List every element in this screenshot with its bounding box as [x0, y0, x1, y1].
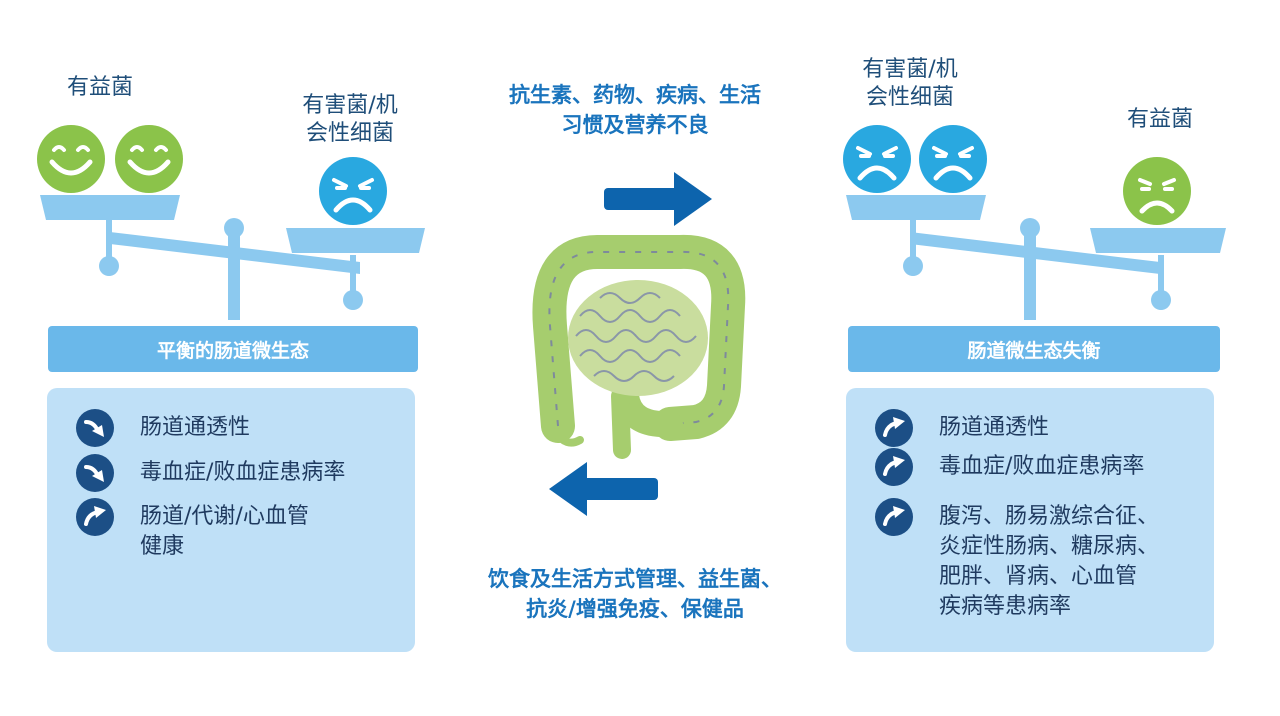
right-bad-label: 有害菌/机 会性细菌 — [840, 56, 980, 112]
right-item-3-line4: 疾病等患病率 — [939, 594, 1072, 619]
angry-face-icon — [919, 125, 987, 193]
center-top-line1: 抗生素、药物、疾病、生活 — [509, 83, 761, 107]
right-item-3-text: 腹泻、肠易激综合征、 炎症性肠病、糖尿病、 肥胖、肾病、心血管 疾病等患病率 — [939, 502, 1159, 622]
left-balance-scale — [30, 60, 450, 320]
sad-face-icon — [1123, 157, 1191, 225]
left-item-3-line2: 健康 — [140, 534, 185, 559]
arrow-up-right-icon — [76, 498, 114, 536]
left-good-face-2 — [114, 124, 184, 194]
left-good-label: 有益菌 — [66, 75, 133, 100]
center-bottom-line2: 抗炎/增强免疫、保健品 — [526, 597, 744, 621]
right-item-3-line2: 炎症性肠病、糖尿病、 — [939, 534, 1160, 559]
right-title: 肠道微生态失衡 — [967, 339, 1101, 362]
left-item-1: 肠道通透性 — [76, 409, 251, 447]
arrow-down-right-icon — [76, 454, 114, 492]
left-bad-label-line2: 会性细菌 — [305, 121, 394, 146]
left-item-3-line1: 肠道/代谢/心血管 — [140, 504, 309, 529]
right-item-3-line3: 肥胖、肾病、心血管 — [939, 564, 1138, 589]
left-bad-face — [318, 156, 388, 226]
center-top-line2: 习惯及营养不良 — [561, 113, 709, 137]
angry-face-icon — [843, 125, 911, 193]
center-top-text: 抗生素、药物、疾病、生活 习惯及营养不良 — [450, 80, 820, 140]
right-bad-label-line2: 会性细菌 — [865, 85, 954, 110]
smiley-face-icon — [115, 125, 183, 193]
left-good-face-1 — [36, 124, 106, 194]
left-item-3-text: 肠道/代谢/心血管 健康 — [140, 502, 309, 562]
right-bad-face-1 — [842, 124, 912, 194]
right-good-label: 有益菌 — [1126, 107, 1193, 132]
right-item-3: 腹泻、肠易激综合征、 炎症性肠病、糖尿病、 肥胖、肾病、心血管 疾病等患病率 — [875, 498, 1159, 622]
right-sad-good-face — [1122, 156, 1192, 226]
left-scale-graphic — [40, 195, 425, 320]
angry-face-icon — [319, 157, 387, 225]
intestine-icon — [510, 226, 750, 462]
arrow-down-right-icon — [76, 409, 114, 447]
right-bad-label-line1: 有害菌/机 — [862, 57, 958, 82]
right-item-2-text: 毒血症/败血症患病率 — [939, 454, 1145, 479]
smiley-face-icon — [37, 125, 105, 193]
left-bad-label-line1: 有害菌/机 — [302, 93, 398, 118]
right-item-1-text: 肠道通透性 — [939, 415, 1050, 440]
center-bottom-text: 饮食及生活方式管理、益生菌、 抗炎/增强免疫、保健品 — [430, 564, 840, 624]
left-title-bar: 平衡的肠道微生态 — [48, 326, 418, 372]
right-title-bar: 肠道微生态失衡 — [848, 326, 1220, 372]
arrow-up-right-icon — [875, 448, 913, 486]
right-scale-graphic — [846, 195, 1226, 320]
right-bad-face-2 — [918, 124, 988, 194]
right-item-3-line1: 腹泻、肠易激综合征、 — [939, 504, 1160, 529]
arrow-up-right-icon — [875, 409, 913, 447]
arrow-left-icon — [546, 460, 661, 518]
left-item-2: 毒血症/败血症患病率 — [76, 454, 346, 492]
right-balance-scale — [830, 60, 1250, 320]
left-item-2-text: 毒血症/败血症患病率 — [140, 460, 346, 485]
right-item-1: 肠道通透性 — [875, 409, 1050, 447]
left-bad-label: 有害菌/机 会性细菌 — [280, 92, 420, 148]
arrow-right-icon — [600, 170, 715, 228]
left-title: 平衡的肠道微生态 — [156, 339, 309, 362]
arrow-up-right-icon — [875, 498, 913, 536]
left-item-3: 肠道/代谢/心血管 健康 — [76, 498, 309, 562]
left-item-1-text: 肠道通透性 — [140, 415, 251, 440]
right-item-2: 毒血症/败血症患病率 — [875, 448, 1145, 486]
center-bottom-line1: 饮食及生活方式管理、益生菌、 — [488, 567, 782, 591]
